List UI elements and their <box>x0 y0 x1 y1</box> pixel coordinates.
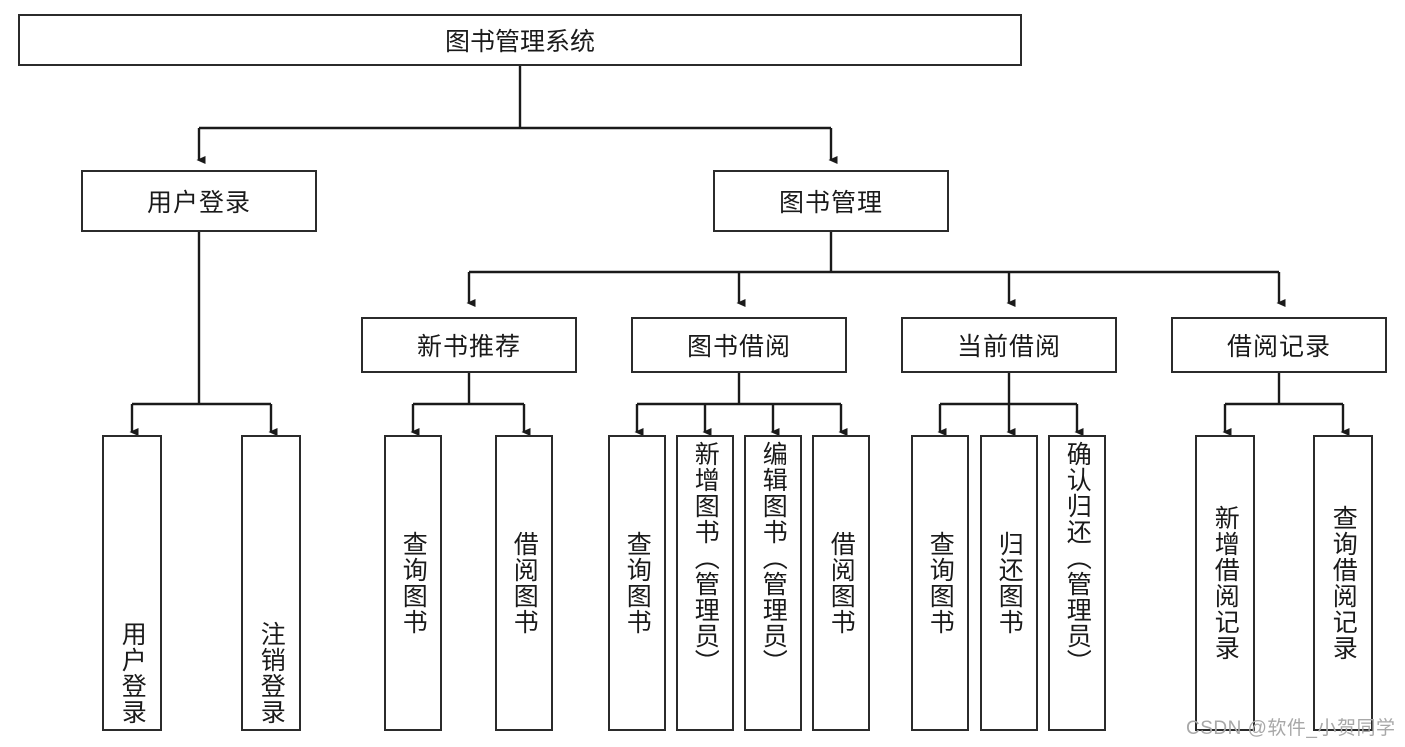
leaf-confirm-return-label: 确认归还（管理员） <box>1063 441 1092 675</box>
leaf-query-book-1[interactable]: 查询图书 <box>384 435 442 731</box>
leaf-query-book-2[interactable]: 查询图书 <box>608 435 666 731</box>
leaf-return-book-label: 归还图书 <box>995 531 1024 635</box>
leaf-query-book-2-label: 查询图书 <box>623 531 652 635</box>
leaf-borrow-book-1[interactable]: 借阅图书 <box>495 435 553 731</box>
node-book-manage[interactable]: 图书管理 <box>713 170 949 232</box>
leaf-query-book-3[interactable]: 查询图书 <box>911 435 969 731</box>
leaf-add-book-label: 新增图书（管理员） <box>691 441 720 675</box>
node-new-book-recommend-label: 新书推荐 <box>416 333 521 361</box>
node-book-manage-label: 图书管理 <box>778 189 883 217</box>
leaf-user-login-label: 用户登录 <box>118 621 147 725</box>
node-borrow-record[interactable]: 借阅记录 <box>1171 317 1387 373</box>
leaf-add-book[interactable]: 新增图书（管理员） <box>676 435 734 731</box>
leaf-borrow-book-1-label: 借阅图书 <box>510 531 539 635</box>
leaf-query-record-label: 查询借阅记录 <box>1329 505 1358 661</box>
leaf-borrow-book-2[interactable]: 借阅图书 <box>812 435 870 731</box>
leaf-confirm-return[interactable]: 确认归还（管理员） <box>1048 435 1106 731</box>
node-current-borrow-label: 当前借阅 <box>956 333 1061 361</box>
leaf-query-record[interactable]: 查询借阅记录 <box>1313 435 1373 731</box>
node-user-login-label: 用户登录 <box>146 189 251 217</box>
leaf-user-login[interactable]: 用户登录 <box>102 435 162 731</box>
leaf-logout[interactable]: 注销登录 <box>241 435 301 731</box>
node-book-borrow[interactable]: 图书借阅 <box>631 317 847 373</box>
leaf-borrow-book-2-label: 借阅图书 <box>827 531 856 635</box>
node-user-login[interactable]: 用户登录 <box>81 170 317 232</box>
leaf-query-book-1-label: 查询图书 <box>399 531 428 635</box>
node-book-borrow-label: 图书借阅 <box>686 333 791 361</box>
node-root-label: 图书管理系统 <box>444 28 595 56</box>
leaf-query-book-3-label: 查询图书 <box>926 531 955 635</box>
leaf-edit-book-label: 编辑图书（管理员） <box>759 441 788 675</box>
node-root[interactable]: 图书管理系统 <box>18 14 1022 66</box>
leaf-add-record-label: 新增借阅记录 <box>1211 505 1240 661</box>
node-borrow-record-label: 借阅记录 <box>1226 333 1331 361</box>
node-new-book-recommend[interactable]: 新书推荐 <box>361 317 577 373</box>
node-current-borrow[interactable]: 当前借阅 <box>901 317 1117 373</box>
leaf-return-book[interactable]: 归还图书 <box>980 435 1038 731</box>
leaf-logout-label: 注销登录 <box>257 621 286 725</box>
leaf-add-record[interactable]: 新增借阅记录 <box>1195 435 1255 731</box>
csdn-watermark: CSDN @软件_小贺同学 <box>1186 718 1396 739</box>
leaf-edit-book[interactable]: 编辑图书（管理员） <box>744 435 802 731</box>
